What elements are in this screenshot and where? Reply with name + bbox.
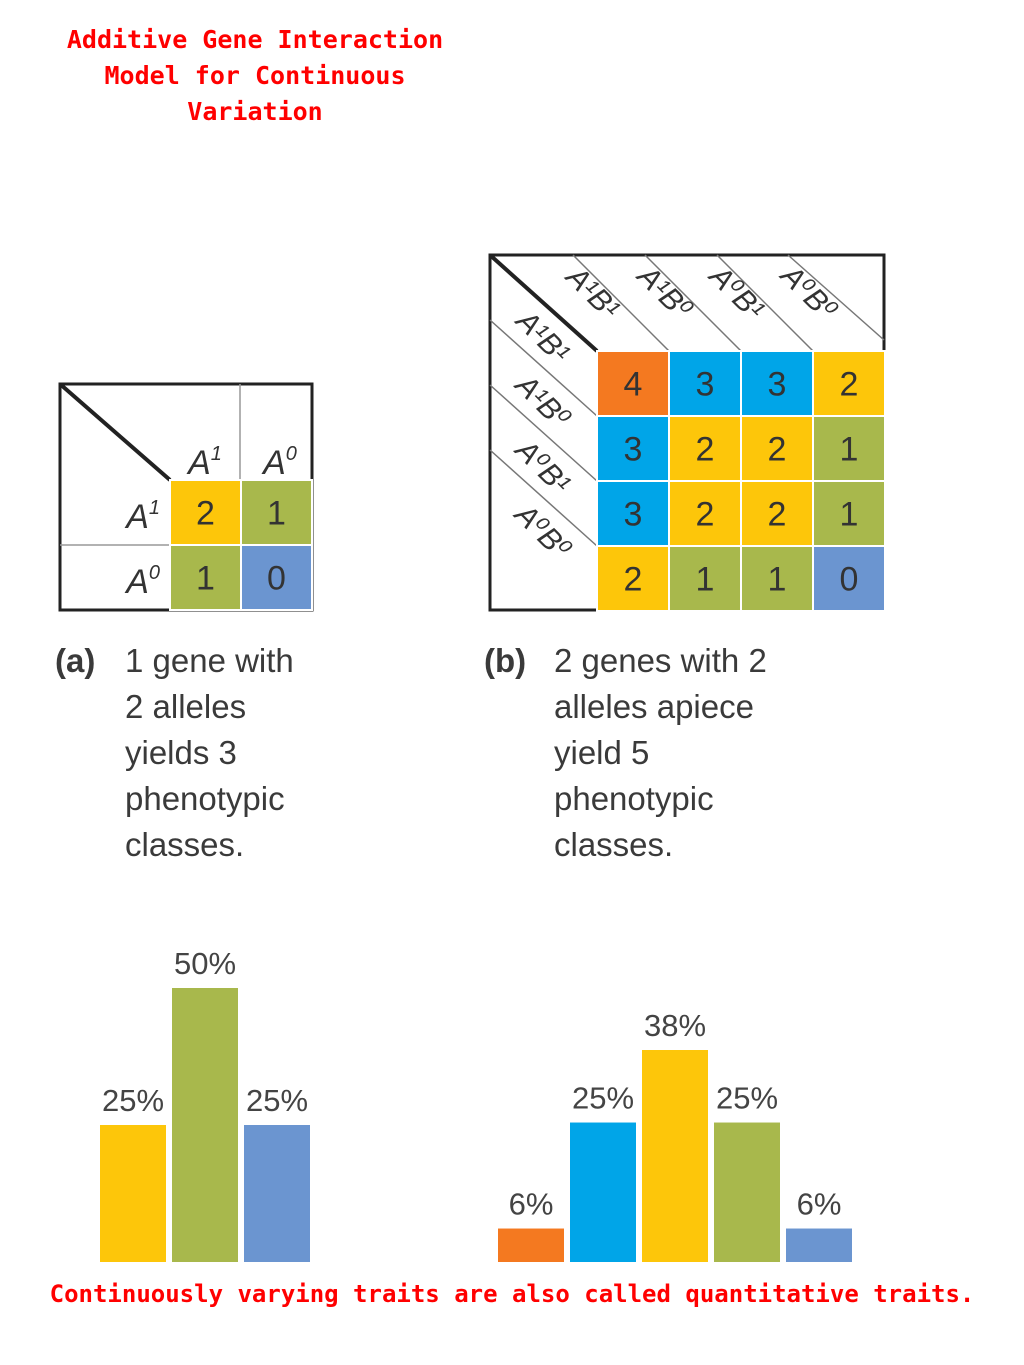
punnett-b-cell-value: 1: [840, 431, 859, 469]
bar: [786, 1228, 852, 1262]
punnett-b-cell-value: 3: [624, 431, 643, 469]
punnett-b-cell: [812, 480, 886, 547]
punnett-b-row-header: A¹B⁰: [508, 367, 577, 436]
punnett-a-row-header: A1: [124, 497, 160, 536]
punnett-b-cell-value: 1: [696, 561, 715, 599]
caption-a-line: yields 3: [125, 734, 237, 771]
caption-b-line: alleles apiece: [554, 688, 754, 725]
punnett-b-row-header: A¹B¹: [508, 303, 575, 370]
bar-value-label: 25%: [716, 1081, 778, 1116]
punnett-b-cell-value: 4: [624, 366, 643, 404]
bar: [498, 1228, 564, 1262]
bar: [570, 1122, 636, 1262]
punnett-b-cell-value: 0: [840, 561, 859, 599]
punnett-b-cell: [668, 545, 742, 612]
punnett-b-row-header: A⁰B¹: [508, 432, 577, 501]
header-divider: [572, 254, 670, 352]
footer-note: Continuously varying traits are also cal…: [49, 1280, 975, 1308]
title-line-3: Variation: [187, 97, 323, 126]
title-line-2: Model for Continuous: [104, 61, 406, 90]
punnett-b-cell: [596, 480, 670, 547]
bar: [244, 1125, 310, 1262]
punnett-b-cell-value: 2: [768, 431, 787, 469]
bar: [172, 988, 238, 1262]
punnett-b-cell-value: 2: [624, 561, 643, 599]
bar-value-label: 38%: [644, 1008, 706, 1043]
punnett-b-cell-value: 1: [840, 496, 859, 534]
bar: [100, 1125, 166, 1262]
punnett-b-cells: 4 3 3 2 3 2 2 1 3 2 2 1 2 1 1 0: [596, 350, 886, 612]
caption-b-line: 2 genes with 2: [554, 642, 767, 679]
punnett-b-cell: [596, 415, 670, 482]
caption-b-line: classes.: [554, 826, 674, 863]
punnett-b-cell: [812, 350, 886, 417]
caption-a-line: phenotypic: [125, 780, 285, 817]
punnett-b-col-header: A⁰B⁰: [773, 258, 843, 328]
punnett-b-header-dividers: [489, 254, 885, 547]
bar-value-label: 25%: [572, 1081, 634, 1116]
header-divider: [716, 254, 814, 352]
punnett-a-cell-value: 1: [267, 495, 286, 533]
punnett-a-cell: [240, 544, 313, 611]
caption-a-tag: (a): [55, 642, 96, 679]
bar: [714, 1122, 780, 1262]
punnett-b-cell-value: 1: [768, 561, 787, 599]
header-divider: [489, 384, 598, 482]
punnett-b-diagonal: [488, 253, 599, 353]
punnett-b-cell-value: 2: [696, 431, 715, 469]
punnett-b-cell: [596, 545, 670, 612]
punnett-b-cell-value: 3: [768, 366, 787, 404]
punnett-b-cell-value: 2: [768, 496, 787, 534]
punnett-a-cells: 2 1 1 0: [169, 479, 313, 611]
header-divider: [489, 319, 598, 417]
bar-chart-a: 25% 50% 25%: [100, 946, 310, 1262]
caption-b-tag: (b): [484, 642, 527, 679]
bar-value-label: 25%: [102, 1083, 164, 1118]
bar-chart-b: 6% 25% 38% 25% 6%: [498, 1008, 852, 1262]
bar-value-label: 6%: [797, 1187, 842, 1222]
caption-b-line: yield 5: [554, 734, 650, 771]
punnett-b-cell-value: 3: [624, 496, 643, 534]
bar: [642, 1050, 708, 1262]
punnett-a-diagonal: [58, 382, 172, 482]
punnett-b-cell-value: 2: [840, 366, 859, 404]
punnett-square-a: A1 A0 A1 A0 2 1 1 0: [58, 382, 314, 612]
punnett-b-row-header: A⁰B⁰: [507, 497, 577, 567]
header-divider: [489, 449, 598, 547]
punnett-b-cell: [740, 480, 814, 547]
punnett-a-cell-value: 0: [267, 560, 286, 598]
caption-b-line: phenotypic: [554, 780, 714, 817]
bar-value-label: 6%: [509, 1187, 554, 1222]
caption-a-line: 1 gene with: [125, 642, 294, 679]
punnett-a-row-header: A0: [124, 562, 160, 601]
page-title: Additive Gene Interaction Model for Cont…: [20, 22, 490, 130]
title-line-1: Additive Gene Interaction: [66, 25, 444, 54]
punnett-b-col-header: A¹B¹: [558, 259, 625, 326]
punnett-b-col-header: A⁰B¹: [702, 258, 771, 327]
header-divider: [644, 254, 742, 352]
punnett-b-cell: [740, 350, 814, 417]
punnett-a-cell: [240, 479, 313, 546]
punnett-b-cell: [740, 545, 814, 612]
punnett-b-col-header: A¹B⁰: [630, 258, 699, 327]
punnett-b-cell: [812, 545, 886, 612]
header-divider: [787, 254, 885, 341]
punnett-a-col-header: A1: [186, 443, 222, 482]
punnett-b-cell: [668, 415, 742, 482]
punnett-a-cell-value: 2: [196, 495, 215, 533]
bar-value-label: 25%: [246, 1083, 308, 1118]
caption-a-line: 2 alleles: [125, 688, 247, 725]
punnett-b-cell-value: 2: [696, 496, 715, 534]
bar-value-label: 50%: [174, 946, 236, 981]
caption-a-line: classes.: [125, 826, 245, 863]
punnett-a-cell-value: 1: [196, 560, 215, 598]
punnett-a-col-header: A0: [261, 443, 297, 482]
punnett-b-cell-value: 3: [696, 366, 715, 404]
punnett-b-cell: [812, 415, 886, 482]
